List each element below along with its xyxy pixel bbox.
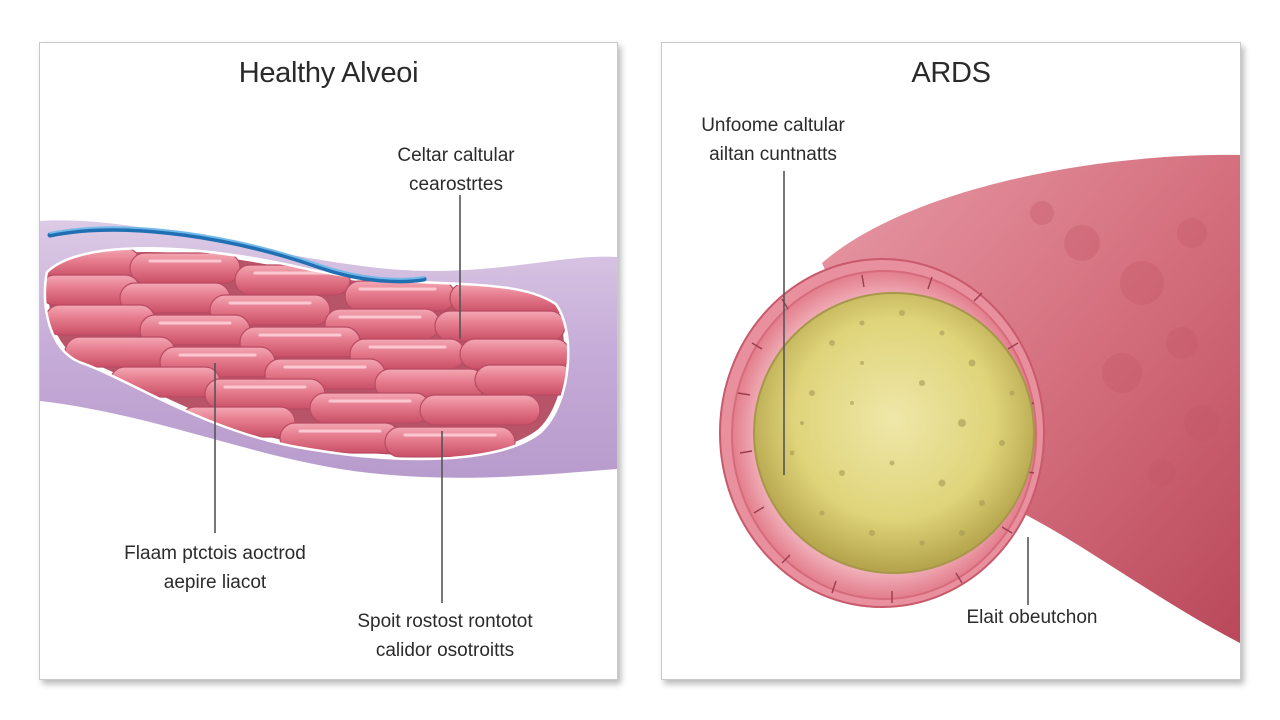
healthy-alveolus-illustration (40, 195, 617, 603)
label-bottom-left-line1: Flaam ptctois aoctrod (124, 543, 306, 564)
label-top-right-line2: cearostrtes (409, 174, 503, 195)
healthy-panel-title: Healthy Alveoi (238, 57, 419, 89)
label-bottom-left: Flaam ptctois aoctrod aepire liacot (90, 539, 340, 597)
leader-lines (214, 195, 461, 603)
blue-capillary (47, 226, 427, 284)
ards-panel-title: ARDS (911, 57, 991, 89)
fluid-filled-lumen (753, 292, 1035, 574)
label-bottom-right-line1: Spoit rostost rontotot (357, 611, 533, 632)
label-top-left-line1: Unfoome caltular (701, 115, 845, 136)
label-bottom: Elait obeutchon (952, 603, 1112, 632)
leader-lines (783, 171, 1029, 605)
label-top-left-line2: ailtan cuntnatts (709, 144, 837, 165)
label-bottom-right-line2: calidor osotroitts (375, 640, 515, 661)
label-top-right-line1: Celtar caltular (397, 145, 515, 166)
label-bottom-right: Spoit rostost rontotot calidor osotroitt… (330, 607, 560, 665)
label-top-left: Unfoome caltular ailtan cuntnatts (668, 111, 878, 169)
label-bottom-line1: Elait obeutchon (966, 607, 1098, 628)
ards-panel: ARDS Unfoome caltular ailtan cuntnatts E… (661, 42, 1241, 680)
label-bottom-left-line2: aepire liacot (163, 572, 267, 593)
pink-cell-layers (46, 249, 568, 458)
lumen-particles (789, 310, 1015, 546)
healthy-alveoli-panel: Healthy Alveoi Celtar caltular cearostrt… (39, 42, 618, 680)
label-top-right: Celtar caltular cearostrtes (368, 141, 544, 199)
ards-alveolus-illustration (719, 154, 1240, 643)
